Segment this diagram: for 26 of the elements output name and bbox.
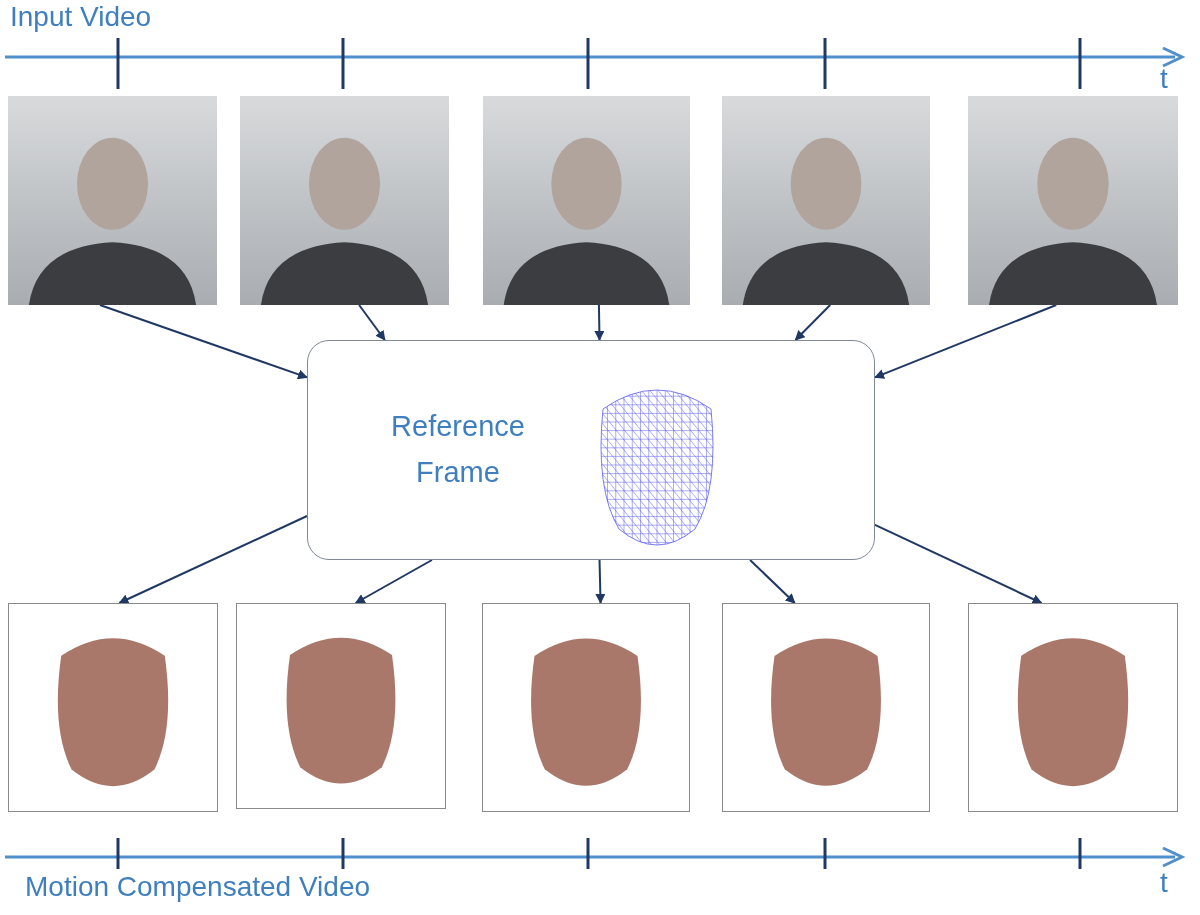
- arrow: [874, 523, 1043, 604]
- photo-placeholder: [8, 96, 217, 305]
- photo-placeholder: [240, 96, 449, 305]
- axis-title: Motion Compensated Video: [25, 870, 371, 904]
- photo-placeholder: [722, 96, 930, 305]
- arrow: [595, 559, 606, 604]
- axis-title: Input Video: [10, 0, 152, 34]
- arrow: [794, 304, 832, 341]
- process-box: [307, 340, 875, 560]
- face-texture-drawing: [722, 603, 930, 812]
- face-texture-drawing: [482, 603, 690, 812]
- axis-label: t: [1160, 866, 1168, 900]
- face-texture-drawing: [968, 603, 1178, 812]
- arrow: [354, 559, 433, 604]
- arrow: [874, 304, 1058, 379]
- arrow: [98, 304, 308, 380]
- box-label: Reference Frame: [390, 409, 526, 490]
- face-texture-drawing: [8, 603, 218, 812]
- face-texture-drawing: [236, 603, 446, 809]
- axis-label: t: [1160, 62, 1168, 96]
- photo-placeholder: [483, 96, 690, 305]
- arrow: [358, 304, 386, 341]
- arrow: [118, 515, 308, 604]
- arrow: [749, 559, 796, 604]
- photo-placeholder: [968, 96, 1178, 305]
- arrow: [594, 304, 605, 341]
